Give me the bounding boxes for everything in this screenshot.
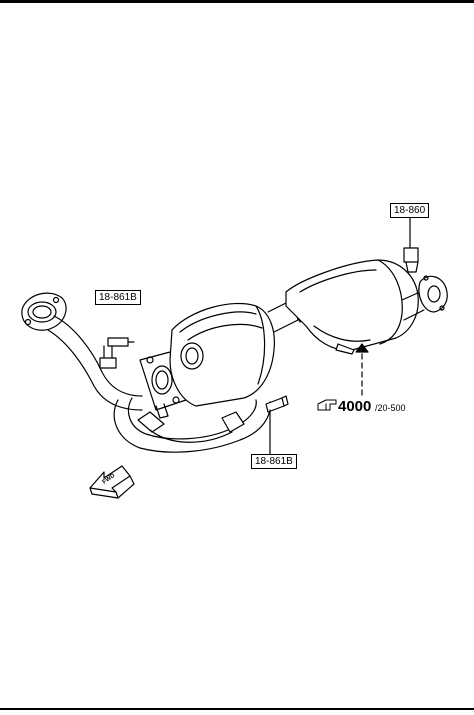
reference-arrow-head xyxy=(355,343,369,353)
pointing-hand-icon xyxy=(317,399,337,411)
part-label-18-861b-left: 18-861B xyxy=(95,290,141,305)
top-border xyxy=(0,0,474,3)
rear-o2-sensor xyxy=(403,211,419,273)
left-down-pipe xyxy=(47,315,143,411)
left-inlet-flange xyxy=(21,292,67,331)
y-pipe xyxy=(113,397,271,453)
part-label-18-861b-bottom: 18-861B xyxy=(251,454,297,469)
fwd-arrow-icon xyxy=(89,465,135,499)
rear-outlet-flange xyxy=(418,275,448,313)
part-label-18-860: 18-860 xyxy=(390,203,430,218)
left-o2-sensor xyxy=(99,337,135,369)
front-catalytic-converter xyxy=(169,302,275,407)
rear-catalytic-converter xyxy=(285,259,425,355)
bottom-border xyxy=(0,708,474,710)
reference-number: 4000 xyxy=(338,398,372,415)
bottom-o2-sensor xyxy=(265,395,289,457)
reference-page: /20-500 xyxy=(375,403,406,413)
